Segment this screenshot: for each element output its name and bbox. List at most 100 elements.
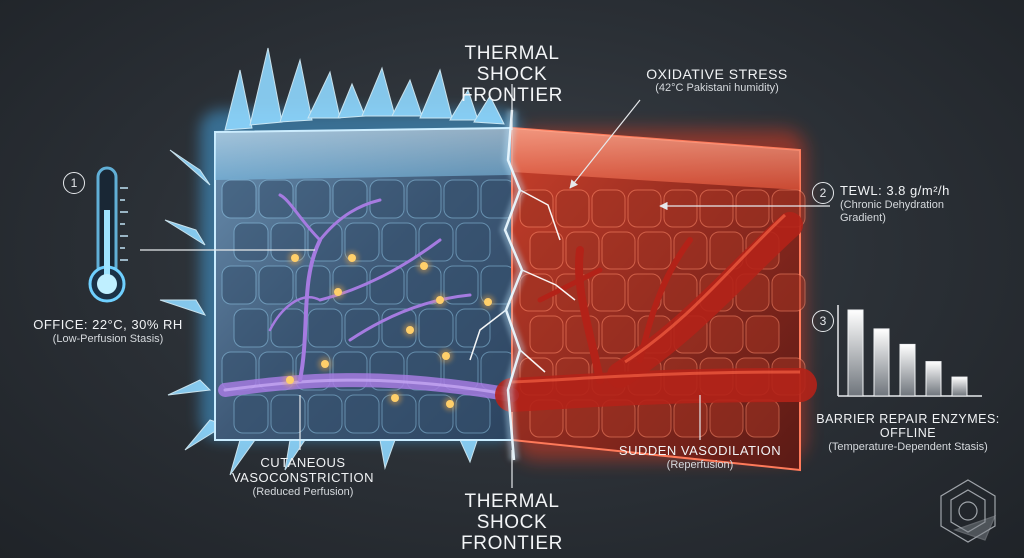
cold-cell: [307, 394, 343, 434]
vessel-highlights: [511, 213, 801, 384]
cell-nucleus: [484, 298, 492, 306]
vasodilation-sub: (Reperfusion): [666, 458, 734, 471]
hot-cell: [601, 231, 636, 270]
cold-cell: [307, 308, 343, 348]
office-sub: (Low-Perfusion Stasis): [52, 332, 164, 345]
enzyme-bar-chart: [837, 305, 982, 397]
cell-nucleus: [291, 254, 299, 262]
vasodilation-title: SUDDEN VASODILATION: [618, 443, 782, 458]
cold-cell: [270, 308, 306, 348]
cold-cell: [233, 222, 269, 262]
hot-cell: [663, 273, 698, 312]
cold-cell: [221, 265, 257, 305]
hot-cell: [709, 315, 744, 354]
dilated-vessel-network: [495, 212, 817, 412]
enzyme-bar: [899, 343, 916, 397]
logo-icon: [940, 479, 997, 543]
enzymes-label: BARRIER REPAIR ENZYMES: OFFLINE (Tempera…: [796, 412, 1020, 453]
hot-cell: [519, 189, 554, 228]
tewl-title: TEWL: 3.8 g/m²/h: [840, 183, 950, 198]
tewl-sub-1: (Chronic Dehydration: [840, 198, 944, 211]
cell-nucleus: [286, 376, 294, 384]
cold-cell-nuclei: [283, 251, 495, 411]
hot-cell: [529, 315, 564, 354]
hot-cell: [555, 189, 590, 228]
frontier-top-line1: THERMAL SHOCK: [464, 43, 560, 85]
hot-cell: [673, 231, 708, 270]
enzymes-sub: (Temperature-Dependent Stasis): [828, 440, 988, 453]
cold-cell: [455, 308, 491, 348]
hot-cell: [745, 399, 780, 438]
thermometer-icon: [88, 166, 128, 303]
office-title: OFFICE: 22°C, 30% RH: [33, 317, 183, 332]
vasoconstriction-line2: VASOCONSTRICTION: [231, 469, 375, 485]
oxidative-title: OXIDATIVE STRESS: [646, 66, 788, 82]
hot-cell: [529, 231, 564, 270]
cold-cell-grid: [221, 179, 516, 434]
cold-cell: [233, 394, 269, 434]
frontier-glow: [499, 109, 528, 461]
cell-nucleus: [442, 352, 450, 360]
tewl-sub-2: Gradient): [840, 211, 886, 224]
frontier-top-line2: FRONTIER: [461, 84, 563, 106]
cell-nucleus: [406, 326, 414, 334]
cold-cell: [455, 222, 491, 262]
cell-nucleus: [348, 254, 356, 262]
enzymes-title: BARRIER REPAIR ENZYMES: OFFLINE: [816, 412, 1000, 441]
hot-cell: [601, 315, 636, 354]
hot-cell: [709, 399, 744, 438]
enzyme-bar: [925, 361, 942, 397]
hot-cell: [637, 231, 672, 270]
cell-nucleus: [391, 394, 399, 402]
cold-cell: [233, 308, 269, 348]
cell-nucleus: [334, 288, 342, 296]
frontier-bottom-label: THERMAL SHOCK FRONTIER: [432, 491, 592, 555]
cold-cell: [443, 179, 479, 219]
frontier-bottom-line1: THERMAL SHOCK: [464, 491, 560, 533]
cold-cell: [381, 222, 417, 262]
cold-cell: [270, 394, 306, 434]
cold-cell: [418, 308, 454, 348]
cold-cell: [369, 265, 405, 305]
leader-lines: [140, 84, 830, 488]
cold-cell: [258, 265, 294, 305]
cold-cell: [295, 179, 331, 219]
hot-cell: [637, 399, 672, 438]
hot-cell: [519, 273, 554, 312]
hot-cell: [745, 315, 780, 354]
cold-cell: [344, 394, 380, 434]
oxidative-arrow: [569, 99, 641, 189]
vasoconstriction-line1: CUTANEOUS: [260, 455, 346, 470]
cell-nucleus: [436, 296, 444, 304]
tewl-label: TEWL: 3.8 g/m²/h (Chronic Dehydration Gr…: [840, 183, 990, 224]
frontier-top-label: THERMAL SHOCK FRONTIER: [432, 43, 592, 107]
enzyme-bar: [873, 328, 890, 397]
cold-cell: [369, 179, 405, 219]
frontier-bottom-line2: FRONTIER: [461, 532, 563, 554]
callout-1-number: 1: [63, 172, 85, 194]
hot-cell: [591, 189, 626, 228]
callout-3-number: 3: [812, 310, 834, 332]
cold-cell: [221, 179, 257, 219]
enzyme-bar: [951, 376, 968, 397]
cold-cell: [455, 394, 491, 434]
vasoconstriction-label: CUTANEOUS VASOCONSTRICTION (Reduced Perf…: [218, 455, 388, 499]
enzyme-bar: [847, 309, 864, 397]
hot-cell: [771, 273, 806, 312]
vasoconstriction-sub: (Reduced Perfusion): [252, 485, 354, 498]
hot-cell: [735, 189, 770, 228]
cold-cell: [258, 179, 294, 219]
cell-nucleus: [420, 262, 428, 270]
hot-cell: [663, 189, 698, 228]
oxidative-stress-label: OXIDATIVE STRESS (42°C Pakistani humidit…: [632, 66, 802, 95]
hot-cell: [627, 189, 662, 228]
vasodilation-label: SUDDEN VASODILATION (Reperfusion): [610, 443, 790, 472]
oxidative-sub: (42°C Pakistani humidity): [655, 82, 779, 95]
cold-cell: [406, 179, 442, 219]
cell-nucleus: [321, 360, 329, 368]
hot-cell: [591, 273, 626, 312]
callout-2-number: 2: [812, 182, 834, 204]
hot-cell: [673, 399, 708, 438]
cell-nucleus: [446, 400, 454, 408]
